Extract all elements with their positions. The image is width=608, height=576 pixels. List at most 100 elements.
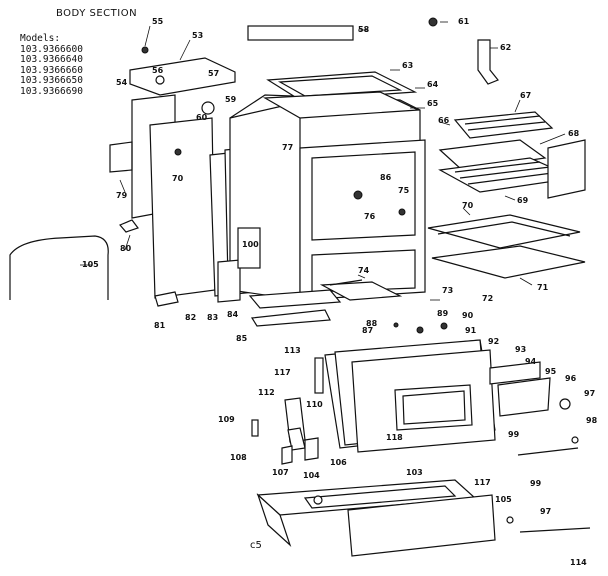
part-number-label: 73	[442, 286, 453, 295]
footer-code: c5	[250, 540, 262, 551]
part-number-label: 62	[500, 43, 511, 52]
part-number-label: 81	[154, 321, 166, 330]
part-number-label: 57	[208, 69, 219, 78]
part-number-label: 70	[462, 201, 474, 210]
part-76	[353, 190, 363, 200]
door-window-glass	[402, 390, 466, 425]
part-number-label: 97	[584, 389, 595, 398]
part-number-label: 64	[427, 80, 439, 89]
part-number-label: 66	[438, 116, 450, 125]
part-number-label: 107	[272, 468, 289, 477]
part-number-label: 80	[120, 244, 132, 253]
part-56	[155, 75, 165, 85]
panel-93	[489, 361, 541, 385]
bar-86	[248, 289, 342, 309]
part-number-label: 89	[437, 309, 449, 318]
part-number-label: 63	[402, 61, 413, 70]
shelf-67	[547, 139, 586, 199]
part-number-label: 98	[586, 416, 598, 425]
model-list: Models: 103.9366600 103.9366640 103.9366…	[20, 33, 83, 97]
model-number: 103.9366690	[20, 85, 83, 97]
broiler-pan-rim	[437, 221, 571, 237]
part-number-label: 53	[192, 31, 203, 40]
part-61	[428, 17, 438, 27]
part-number-label: 56	[152, 66, 164, 75]
handle-99-upper	[517, 447, 579, 456]
part-number-label: 108	[230, 453, 247, 462]
part-number-label: 91	[465, 326, 477, 335]
part-number-label: 88	[366, 319, 378, 328]
models-label: Models:	[20, 33, 61, 44]
leader-lines	[80, 21, 566, 301]
rear-top-panel	[129, 57, 236, 96]
drawer-front	[347, 494, 496, 557]
part-number-label: 69	[517, 196, 529, 205]
part-number-label: 99	[530, 479, 542, 488]
clip-80	[119, 219, 139, 233]
part-number-label: 110	[306, 400, 323, 409]
part-number-label: 118	[386, 433, 403, 442]
part-74	[398, 208, 406, 216]
diagram-title: BODY SECTION	[56, 8, 138, 19]
broiler-opening	[311, 249, 416, 293]
part-89	[440, 322, 448, 330]
strip-114	[314, 357, 324, 394]
part-number-label: 85	[236, 334, 248, 343]
rack-68-bars	[454, 161, 561, 185]
part-number-label: 75	[398, 186, 410, 195]
part-107	[304, 437, 319, 461]
part-number-label: 55	[152, 17, 164, 26]
broiler-pan-69	[427, 214, 581, 249]
part-number-label: 96	[565, 374, 577, 383]
model-number: 103.9366640	[20, 54, 83, 65]
part-number-label: 109	[218, 415, 235, 424]
part-number-label: 100	[242, 240, 259, 249]
model-number: 103.9366600	[20, 43, 83, 55]
part-number-label: 84	[227, 310, 239, 319]
part-number-label: 72	[482, 294, 493, 303]
part-number-label: 117	[274, 368, 291, 377]
part-number-label: 95	[545, 367, 557, 376]
part-number-label: 70	[172, 174, 184, 183]
top-cover-inner	[277, 75, 403, 97]
part-number-label: 74	[358, 266, 370, 275]
part-number-label: 67	[520, 91, 531, 100]
knob-57	[201, 101, 215, 115]
part-106	[313, 495, 323, 505]
part-number-label: 94	[525, 357, 537, 366]
part-number-label: 103	[406, 468, 423, 477]
part-number-label: 68	[568, 129, 580, 138]
part-number-label: 93	[515, 345, 526, 354]
drawer-inner	[303, 485, 457, 509]
part-number-label: 58	[358, 25, 370, 34]
part-number-label: 90	[462, 311, 474, 320]
part-96	[559, 398, 571, 410]
part-number-label: 54	[116, 78, 128, 87]
top-rail	[247, 25, 354, 41]
front-frame	[299, 139, 426, 301]
block-81	[154, 291, 179, 307]
part-number-label: 112	[258, 388, 275, 397]
piece-100	[237, 227, 261, 269]
handle-73	[329, 279, 363, 286]
part-number-label: 65	[427, 99, 439, 108]
part-number-label: 61	[458, 17, 470, 26]
part-number-label: 99	[508, 430, 520, 439]
part-number-label: 92	[488, 337, 499, 346]
part-87	[393, 322, 399, 328]
part-number-label: 97	[540, 507, 551, 516]
broiler-pan-70	[431, 245, 586, 279]
part-number-label: 87	[362, 326, 373, 335]
oven-top-liner	[262, 91, 421, 119]
pan-65	[438, 139, 547, 171]
part-number-label: 79	[116, 191, 128, 200]
side-bracket	[109, 141, 133, 173]
door-window	[394, 384, 473, 431]
part-number-label: 76	[364, 212, 376, 221]
front-side-panel	[149, 117, 216, 299]
handle-99-lower	[519, 527, 591, 533]
spring-108	[281, 445, 293, 465]
